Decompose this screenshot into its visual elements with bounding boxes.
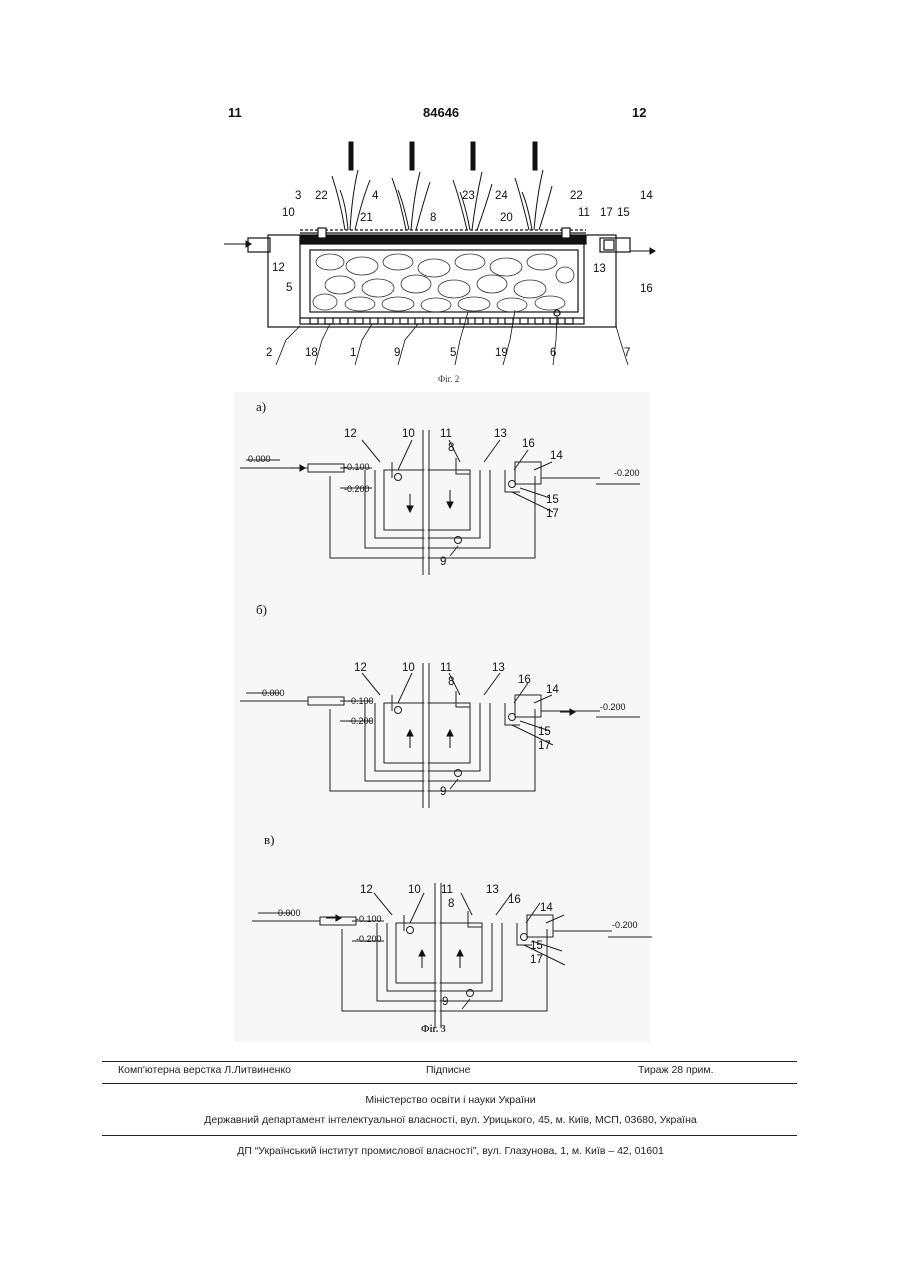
fig3-label: 12 xyxy=(354,662,367,674)
level-label: -0.200 xyxy=(612,920,638,930)
fig3-label: 8 xyxy=(448,442,454,454)
fig3-label: 10 xyxy=(402,662,415,674)
fig3-label: 17 xyxy=(546,508,559,520)
fig3-label: 15 xyxy=(546,494,559,506)
fig3-label: 8 xyxy=(448,676,454,688)
level-label: 0.000 xyxy=(262,688,285,698)
fig3-label: 15 xyxy=(538,726,551,738)
fig3-label: 11 xyxy=(440,662,452,674)
level-label: -0.100 xyxy=(344,462,370,472)
fig3-label: 10 xyxy=(402,428,415,440)
fig3-label: 13 xyxy=(486,884,499,896)
level-label: -0.200 xyxy=(348,716,374,726)
level-label: 0.000 xyxy=(248,454,271,464)
fig3-label: 13 xyxy=(494,428,507,440)
footer-rule-top xyxy=(102,1061,797,1062)
level-label: -0.100 xyxy=(348,696,374,706)
level-label: -0.200 xyxy=(600,702,626,712)
footer-circulation: Тираж 28 прим. xyxy=(638,1064,714,1076)
level-label: 0.000 xyxy=(278,908,301,918)
footer-signed: Підписне xyxy=(426,1064,470,1076)
fig3-label: 11 xyxy=(440,428,452,440)
fig3-label: 16 xyxy=(522,438,535,450)
level-label: -0.200 xyxy=(356,934,382,944)
fig3-label: 11 xyxy=(441,884,453,896)
footer-layout-credit: Комп'ютерна верстка Л.Литвиненко xyxy=(118,1064,291,1076)
footer-department: Державний департамент інтелектуальної вл… xyxy=(0,1114,901,1126)
figure-3-caption: Фіг. 3 xyxy=(421,1024,446,1035)
footer-institute: ДП “Український інститут промислової вла… xyxy=(0,1145,901,1157)
fig3-label: 9 xyxy=(440,786,446,798)
level-label: -0.100 xyxy=(356,914,382,924)
fig3-label: 16 xyxy=(508,894,521,906)
footer-rule-bottom xyxy=(102,1135,797,1136)
fig3-label: 17 xyxy=(530,954,543,966)
fig3-label: 14 xyxy=(550,450,563,462)
level-label: -0.200 xyxy=(344,484,370,494)
fig3-label: 10 xyxy=(408,884,421,896)
fig3-label: 16 xyxy=(518,674,531,686)
footer-rule-mid xyxy=(102,1083,797,1084)
fig3-label: 17 xyxy=(538,740,551,752)
fig3-label: 15 xyxy=(530,940,543,952)
fig3-label: 9 xyxy=(442,996,448,1008)
fig3-label: 13 xyxy=(492,662,505,674)
footer-ministry: Міністерство освіти і науки України xyxy=(0,1094,901,1106)
fig3-label: 14 xyxy=(546,684,559,696)
fig3-label: 14 xyxy=(540,902,553,914)
fig3-label: 9 xyxy=(440,556,446,568)
fig3-label: 12 xyxy=(360,884,373,896)
fig3-label: 8 xyxy=(448,898,454,910)
level-label: -0.200 xyxy=(614,468,640,478)
fig3-label: 12 xyxy=(344,428,357,440)
